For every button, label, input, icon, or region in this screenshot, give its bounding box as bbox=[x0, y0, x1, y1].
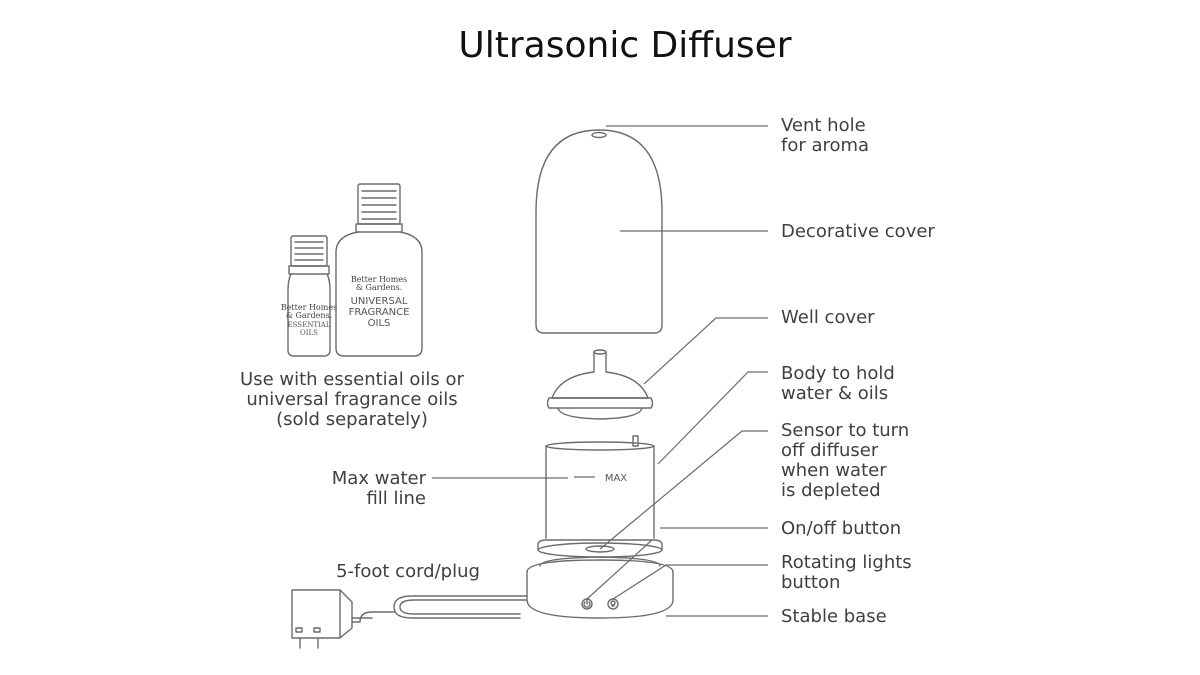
sensor-line2: off diffuser bbox=[781, 440, 879, 461]
callout-stable-base: Stable base bbox=[781, 606, 887, 627]
sensor-line4: is depleted bbox=[781, 480, 881, 501]
essential-oils-bottle: Better Homes & Gardens. ESSENTIAL OILS bbox=[281, 235, 337, 357]
callout-sensor: Sensor to turn off diffuser when water i… bbox=[781, 420, 909, 501]
body-line2: water & oils bbox=[781, 383, 888, 404]
power-icon bbox=[581, 598, 593, 610]
base-illustration bbox=[526, 539, 674, 619]
large-bottle-brand-line1: Better Homes bbox=[351, 275, 407, 284]
stable-base-line1: Stable base bbox=[781, 606, 887, 627]
sensor-line1: Sensor to turn bbox=[781, 420, 909, 441]
oils-note-line1: Use with essential oils or bbox=[240, 369, 465, 390]
decorative-cover-illustration bbox=[535, 129, 663, 334]
decorative-cover-line1: Decorative cover bbox=[781, 221, 935, 242]
max-mark: MAX bbox=[605, 473, 627, 484]
fragrance-oils-bottle: Better Homes & Gardens. UNIVERSAL FRAGRA… bbox=[335, 183, 423, 357]
cord-plug-illustration bbox=[291, 589, 528, 649]
cord-line1: 5-foot cord/plug bbox=[336, 561, 480, 582]
body-illustration: MAX bbox=[545, 435, 655, 539]
lightbulb-icon bbox=[607, 598, 619, 610]
rotating-lights-line1: Rotating lights bbox=[781, 552, 912, 573]
small-bottle-label-line2: OILS bbox=[300, 329, 318, 337]
callout-cord: 5-foot cord/plug bbox=[336, 561, 480, 582]
oils-note: Use with essential oils or universal fra… bbox=[240, 369, 465, 430]
callout-on-off-button: On/off button bbox=[781, 518, 901, 539]
well-cover-illustration bbox=[546, 349, 654, 420]
callout-vent-hole: Vent hole for aroma bbox=[781, 115, 869, 156]
on-off-line1: On/off button bbox=[781, 518, 901, 539]
max-fill-line2: fill line bbox=[366, 488, 426, 509]
small-bottle-brand-line1: Better Homes bbox=[281, 303, 337, 312]
callout-body: Body to hold water & oils bbox=[781, 363, 895, 404]
oil-bottles-illustration: Better Homes & Gardens. ESSENTIAL OILS B… bbox=[281, 183, 423, 357]
small-bottle-label-line1: ESSENTIAL bbox=[288, 321, 331, 329]
vent-hole-line1: Vent hole bbox=[781, 115, 866, 136]
oils-note-line2: universal fragrance oils bbox=[246, 389, 457, 410]
callout-rotating-lights: Rotating lights button bbox=[781, 552, 912, 593]
callout-max-fill: Max water fill line bbox=[332, 468, 427, 509]
small-bottle-brand-line2: & Gardens. bbox=[286, 311, 332, 320]
max-fill-line1: Max water bbox=[332, 468, 427, 489]
oils-note-line3: (sold separately) bbox=[276, 409, 428, 430]
rotating-lights-line2: button bbox=[781, 572, 840, 593]
sensor-line3: when water bbox=[781, 460, 887, 481]
large-bottle-label-line2: FRAGRANCE bbox=[349, 307, 410, 318]
leader-lines bbox=[432, 125, 768, 617]
large-bottle-label-line1: UNIVERSAL bbox=[351, 296, 408, 307]
callout-decorative-cover: Decorative cover bbox=[781, 221, 935, 242]
large-bottle-brand-line2: & Gardens. bbox=[356, 283, 402, 292]
callout-well-cover: Well cover bbox=[781, 307, 875, 328]
vent-hole-line2: for aroma bbox=[781, 135, 869, 156]
diagram-title: Ultrasonic Diffuser bbox=[458, 25, 791, 66]
large-bottle-label-line3: OILS bbox=[368, 318, 391, 329]
body-line1: Body to hold bbox=[781, 363, 895, 384]
well-cover-line1: Well cover bbox=[781, 307, 875, 328]
